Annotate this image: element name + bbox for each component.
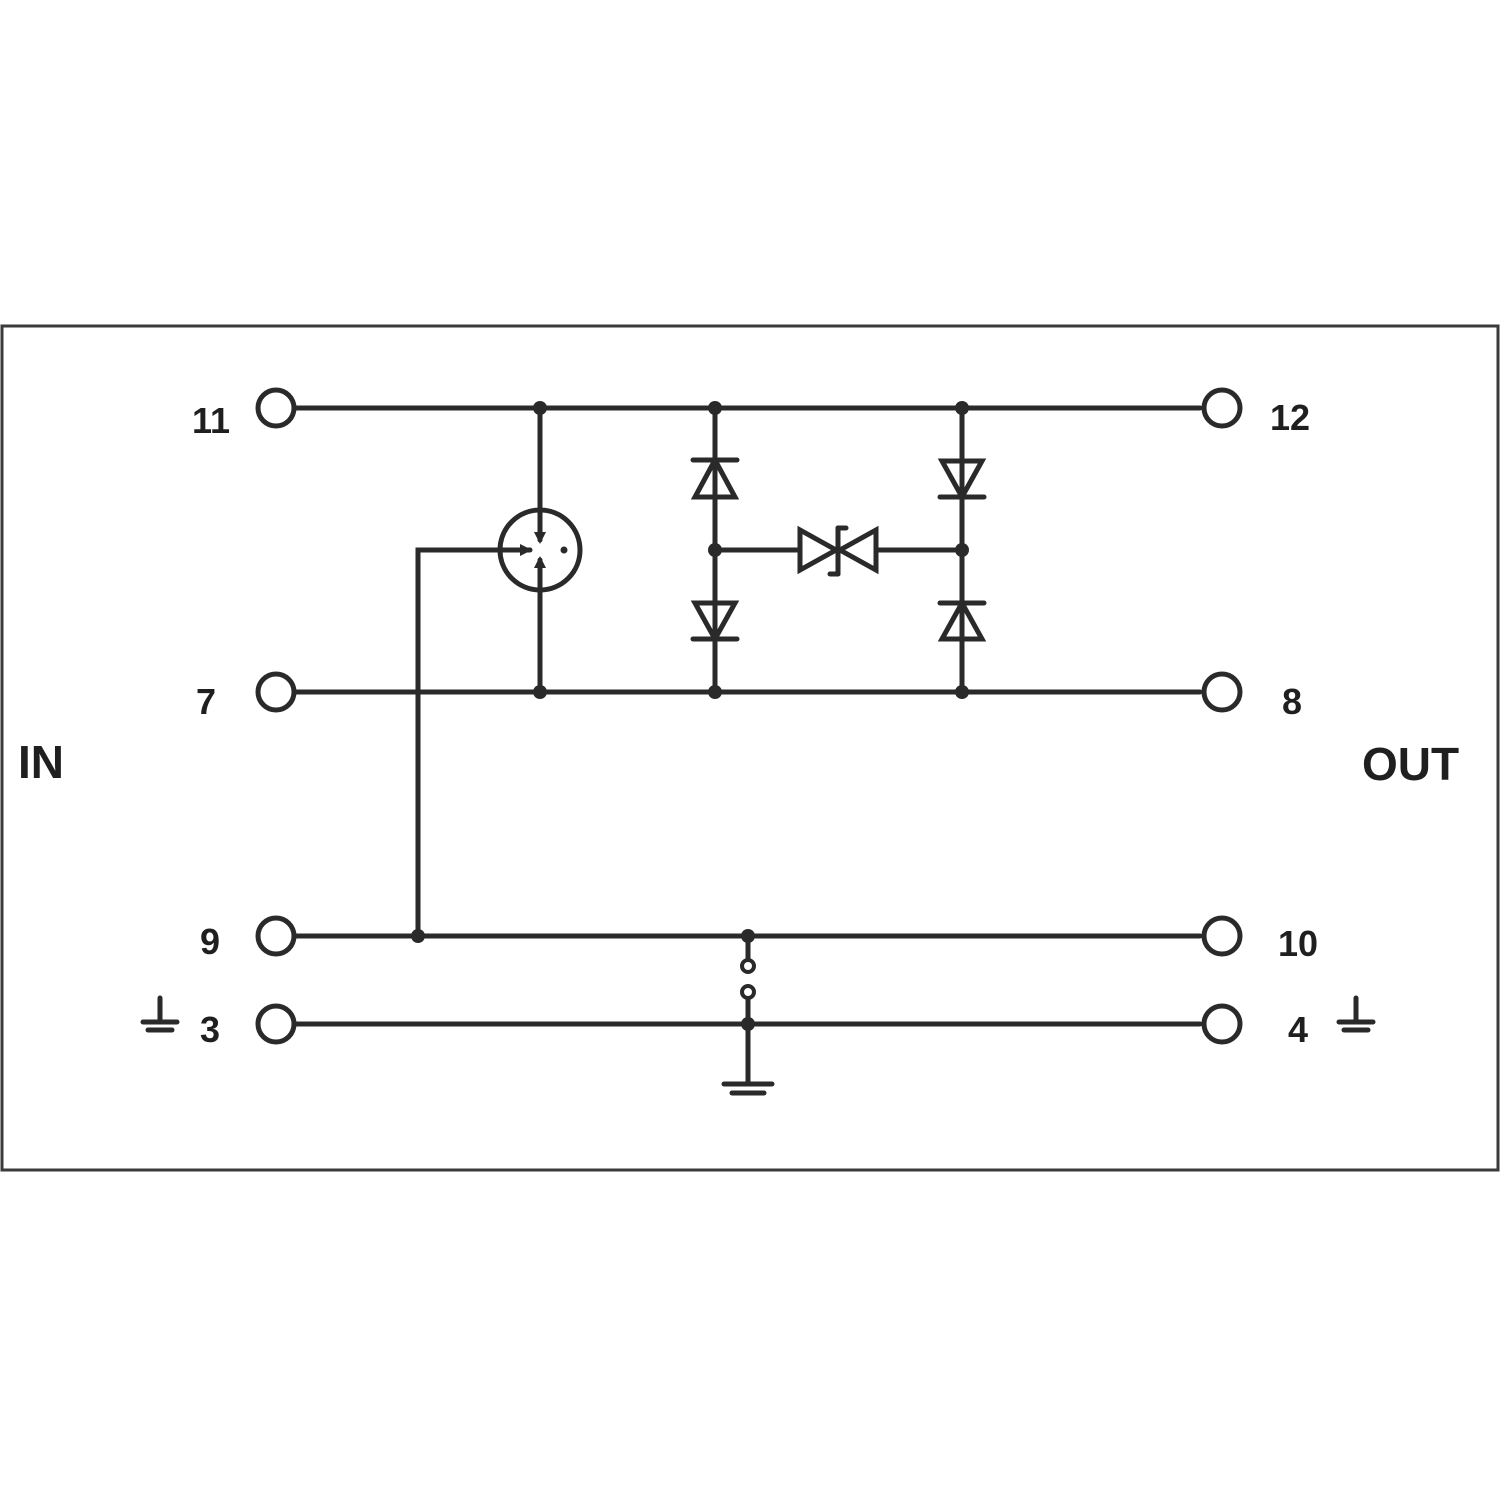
junction-dot — [533, 685, 547, 699]
terminal-label-4: 4 — [1288, 1009, 1308, 1050]
diode-icon — [690, 454, 740, 500]
input-side-label: IN — [18, 736, 64, 788]
spark-gap-contact — [740, 958, 756, 974]
junction-dot — [533, 401, 547, 415]
terminal-7 — [255, 671, 297, 713]
ground-icon — [140, 995, 180, 1033]
terminal-12 — [1201, 387, 1243, 429]
terminal-label-9: 9 — [200, 921, 220, 962]
terminal-4 — [1201, 1003, 1243, 1045]
terminal-label-7: 7 — [196, 681, 216, 722]
spark-gap-contact — [740, 984, 756, 1000]
junction-dot — [955, 401, 969, 415]
diagram-frame — [0, 324, 1500, 1172]
terminal-label-12: 12 — [1270, 397, 1310, 438]
terminal-label-8: 8 — [1282, 681, 1302, 722]
junction-dot — [708, 543, 722, 557]
junction-dot — [955, 685, 969, 699]
diode-icon — [937, 458, 987, 503]
junction-dot — [955, 543, 969, 557]
diode-icon — [937, 597, 987, 642]
junction-dot — [708, 401, 722, 415]
terminal-label-11: 11 — [192, 400, 230, 441]
output-side-label: OUT — [1362, 738, 1459, 790]
terminal-8 — [1201, 671, 1243, 713]
terminal-label-10: 10 — [1278, 923, 1318, 964]
tvs-diode-icon — [797, 525, 879, 577]
diode-icon — [690, 600, 740, 645]
terminal-label-3: 3 — [200, 1009, 220, 1050]
ground-icon — [1336, 995, 1376, 1033]
terminal-11 — [255, 387, 297, 429]
ground-icon — [721, 1081, 775, 1096]
junction-dot — [741, 1017, 755, 1031]
terminal-10 — [1201, 915, 1243, 957]
junction-dot — [411, 929, 425, 943]
gas-discharge-tube-icon — [497, 507, 583, 593]
junction-dot — [708, 685, 722, 699]
terminal-3 — [255, 1003, 297, 1045]
junction-dot — [741, 929, 755, 943]
terminal-9 — [255, 915, 297, 957]
